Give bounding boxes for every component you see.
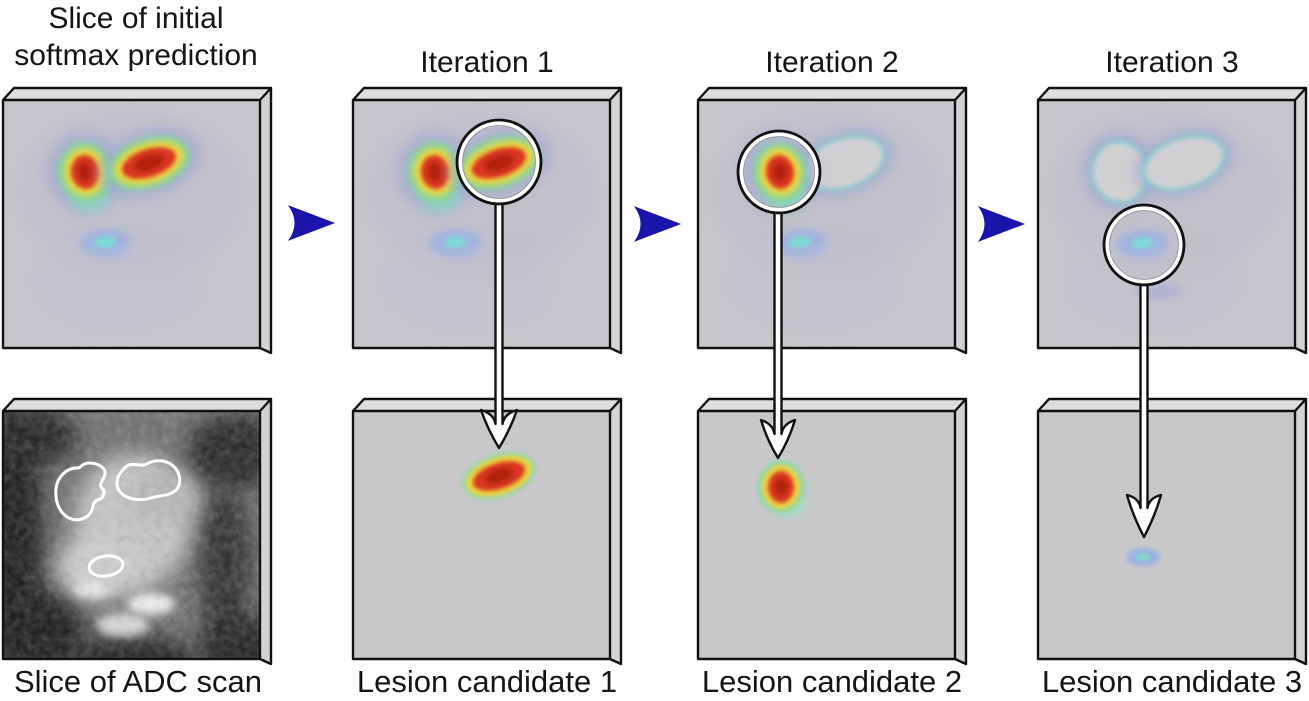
adc-scan-label: Slice of ADC scan bbox=[13, 664, 263, 699]
iteration-1-panel bbox=[351, 86, 623, 355]
lesion-candidate-3-panel bbox=[1036, 397, 1308, 666]
initial-softmax-label-line2: softmax prediction bbox=[14, 39, 258, 72]
initial-softmax-label-line1: Slice of initial bbox=[48, 2, 224, 35]
iteration-3-panel bbox=[1036, 86, 1308, 355]
adc-scan-panel bbox=[1, 397, 273, 666]
next-iteration-arrow-icon-1 bbox=[287, 205, 336, 241]
initial-softmax-label: Slice of initial softmax prediction bbox=[0, 0, 278, 74]
lesion-candidate-2-label: Lesion candidate 2 bbox=[701, 664, 963, 699]
softmax-prediction-panel bbox=[1, 86, 273, 355]
lesion-candidate-2-panel bbox=[696, 397, 968, 666]
lesion-contour-small bbox=[87, 554, 125, 578]
iteration-1-title: Iteration 1 bbox=[420, 46, 554, 79]
next-iteration-arrow-icon-3 bbox=[977, 206, 1026, 242]
iteration-3-title: Iteration 3 bbox=[1105, 46, 1239, 79]
candidate-3-blob bbox=[1126, 548, 1160, 566]
iteration-2-panel bbox=[696, 86, 968, 355]
lesion-contour-right bbox=[115, 459, 182, 502]
lesion-contours bbox=[54, 459, 182, 578]
adc-scan-image bbox=[3, 411, 260, 659]
iteration-2-title: Iteration 2 bbox=[765, 46, 899, 79]
lesion-candidate-1-label: Lesion candidate 1 bbox=[356, 664, 618, 699]
lesion-candidate-3-label: Lesion candidate 3 bbox=[1041, 664, 1303, 699]
lesion-candidate-1-panel bbox=[351, 397, 623, 666]
next-iteration-arrow-icon-2 bbox=[633, 206, 682, 242]
lesion-contour-left bbox=[54, 461, 107, 522]
